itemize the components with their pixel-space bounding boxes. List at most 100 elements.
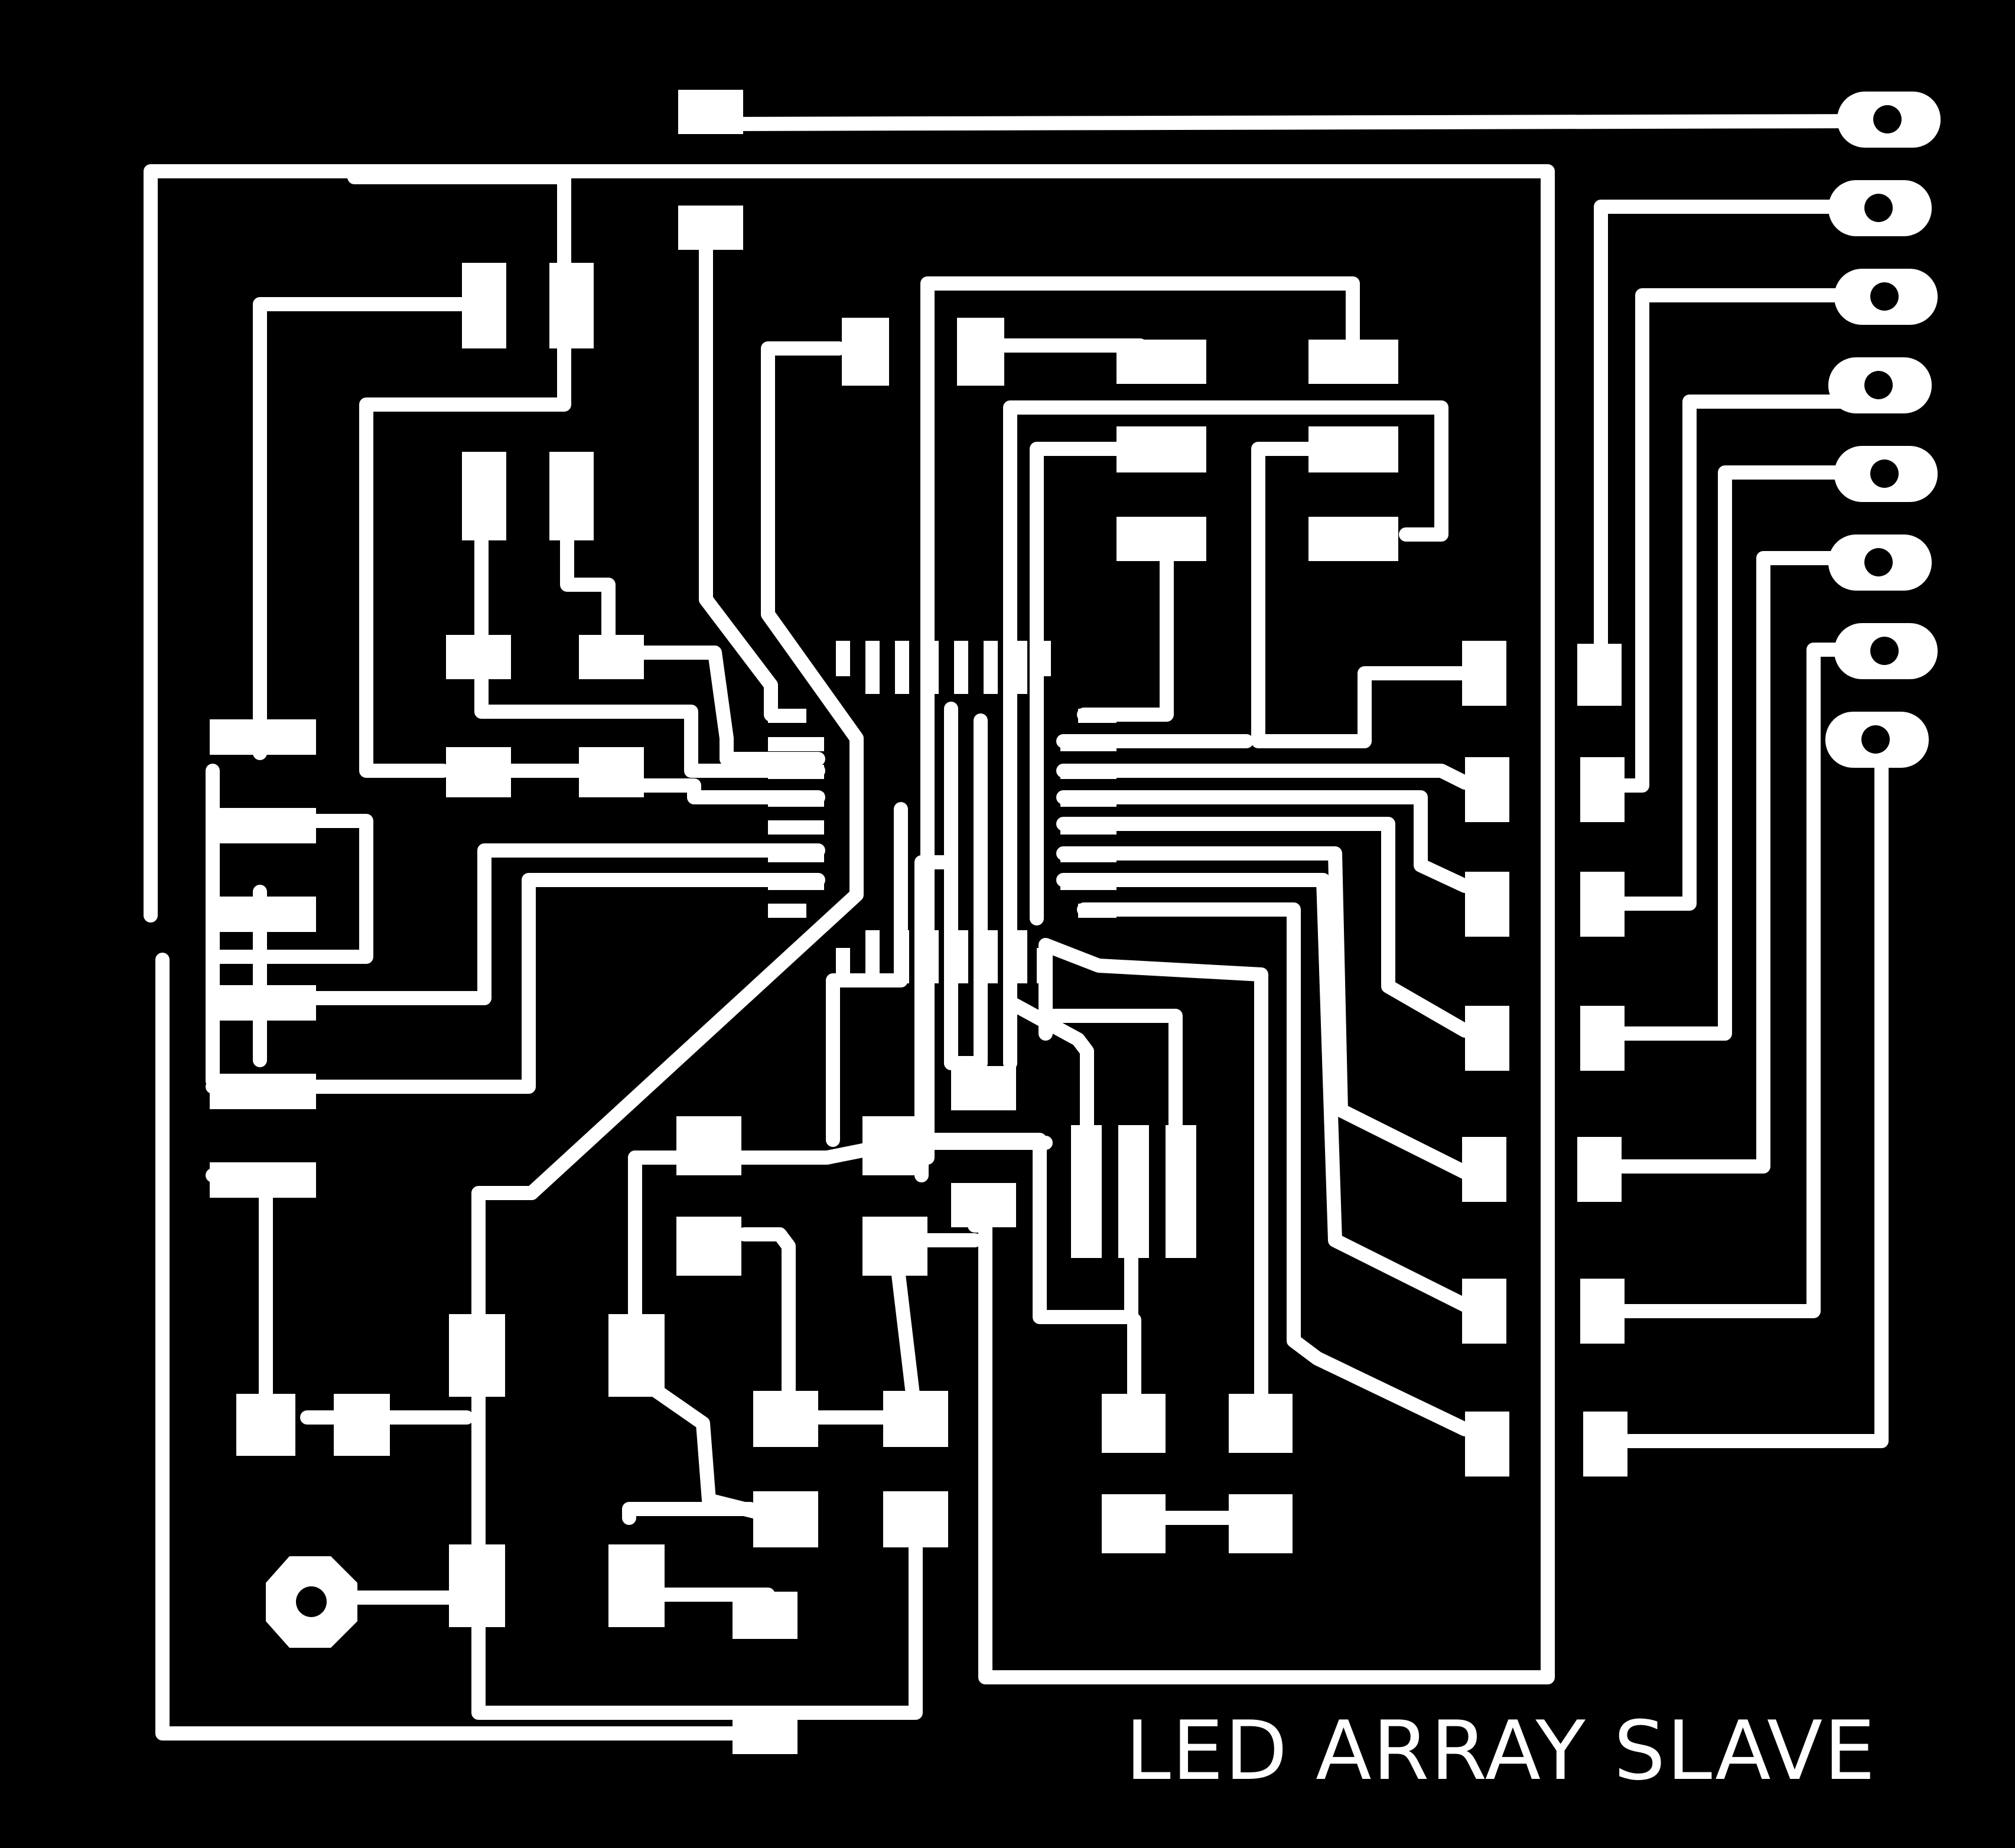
smd-pad	[449, 1544, 505, 1627]
smd-pad	[753, 1391, 818, 1447]
trace	[155, 953, 775, 1741]
led-pad	[1583, 1412, 1627, 1477]
header-pad	[210, 1074, 316, 1109]
led-pad	[1577, 644, 1622, 706]
trace	[474, 530, 825, 778]
led-pad	[1580, 872, 1625, 937]
ic-pin	[1060, 876, 1116, 890]
led-pad	[1465, 1412, 1509, 1477]
trace	[914, 855, 958, 1165]
smd-pad	[549, 452, 594, 540]
trace	[1056, 846, 1472, 1179]
smd-pad	[676, 1217, 741, 1276]
trace	[699, 220, 778, 722]
smd-pad	[462, 263, 506, 348]
ic-pin	[895, 930, 909, 983]
led-pad	[1465, 1006, 1509, 1071]
header-pad	[210, 1162, 316, 1198]
smd-pad	[1102, 1494, 1166, 1553]
smd-pad	[1116, 426, 1206, 472]
trace	[560, 530, 825, 766]
smd-pad	[733, 1710, 797, 1754]
ic-pin	[865, 641, 880, 694]
trace	[891, 1263, 920, 1401]
ic-pin	[1037, 641, 1051, 676]
trace	[471, 341, 923, 1720]
smd-pad	[608, 1314, 665, 1397]
trace	[1056, 764, 1472, 790]
smd-pad	[462, 452, 506, 540]
ic-pin	[1013, 930, 1027, 983]
smd-pad	[579, 635, 644, 679]
ic-pin	[768, 793, 824, 807]
smd-pad	[549, 263, 594, 348]
trace	[1077, 902, 1472, 1436]
drill-hole	[1870, 459, 1899, 488]
led-pad	[1577, 1137, 1622, 1202]
smd-pad	[236, 1394, 295, 1456]
smd-pad	[957, 318, 1004, 386]
smd-pad	[334, 1394, 390, 1456]
ic-pin	[836, 641, 850, 676]
smd-pad	[608, 1544, 665, 1627]
ic-pin	[768, 848, 824, 862]
trace	[1591, 731, 1889, 1448]
ic-pin	[768, 904, 806, 918]
drill-hole	[1864, 194, 1893, 222]
ic-pin	[1037, 948, 1051, 983]
led-pad	[1462, 1279, 1506, 1344]
led-pad	[1580, 1006, 1625, 1071]
ic-pin	[954, 641, 968, 694]
ic-pin	[1060, 737, 1116, 751]
smd-pad	[1308, 426, 1398, 472]
ic-pin	[768, 876, 824, 890]
drill-hole	[1864, 548, 1893, 576]
ic-pin	[984, 930, 998, 983]
smd-pad	[883, 1491, 948, 1547]
trace	[1251, 442, 1484, 748]
smd-pad	[951, 1066, 1016, 1110]
drill-hole	[1861, 725, 1890, 754]
ic-pin	[895, 641, 909, 694]
trace	[347, 170, 571, 296]
smd-pad	[883, 1391, 948, 1447]
trace	[253, 297, 474, 760]
trace	[206, 843, 825, 1005]
smd-pad	[1118, 1125, 1149, 1258]
smd-pad	[579, 747, 644, 797]
trace	[206, 873, 825, 1094]
ic-pin	[768, 820, 824, 835]
smd-pad	[678, 90, 743, 134]
led-pad	[1465, 757, 1509, 822]
smd-pad	[1229, 1494, 1293, 1553]
smd-pad	[678, 206, 743, 250]
led-pad	[1462, 1137, 1506, 1202]
smd-pad	[951, 1183, 1016, 1227]
smd-pad	[1116, 517, 1206, 561]
trace	[1056, 790, 1472, 893]
ic-pin	[1060, 793, 1116, 807]
ic-pin	[1013, 641, 1027, 694]
trace	[702, 114, 1892, 131]
smd-pad	[1071, 1125, 1102, 1258]
ic-pin	[984, 641, 998, 694]
smd-pad	[1229, 1394, 1293, 1453]
trace	[1003, 400, 1448, 1070]
ic-pin	[1078, 904, 1116, 918]
smd-pad	[733, 1592, 797, 1639]
board-label: LED ARRAY SLAVE	[1125, 1703, 1877, 1798]
trace	[1591, 465, 1889, 1041]
drill-hole	[296, 1586, 327, 1617]
smd-pad	[449, 1314, 505, 1397]
trace	[1056, 817, 1472, 1038]
trace	[1030, 442, 1147, 925]
ic-pin	[1060, 765, 1116, 779]
smd-pad	[446, 747, 511, 797]
ic-pin	[1060, 848, 1116, 862]
ic-pin	[768, 709, 806, 723]
led-pad	[1465, 872, 1509, 937]
pads	[210, 90, 1627, 1754]
trace	[1056, 873, 1472, 1312]
ic-pin	[836, 948, 850, 983]
